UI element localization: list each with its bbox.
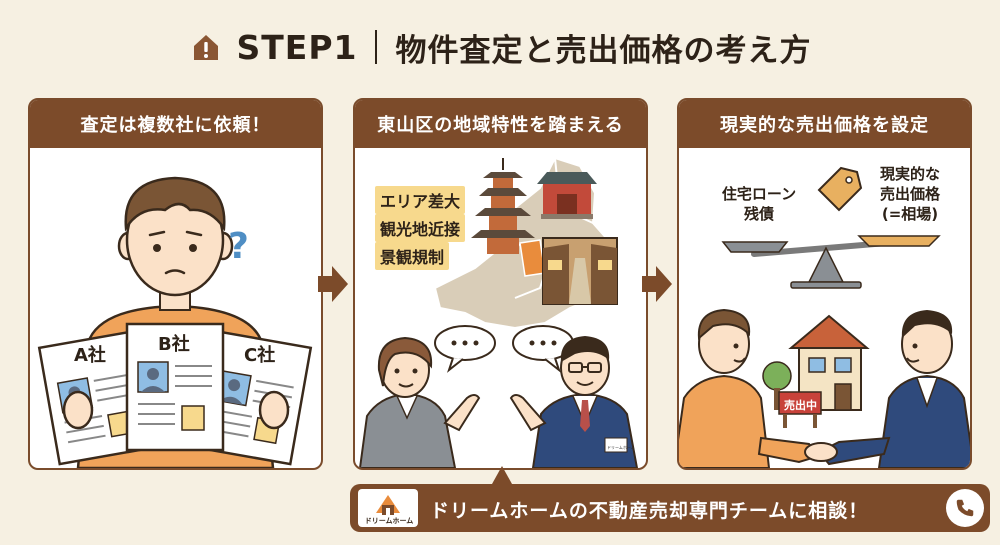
paper-a-label: A社: [74, 345, 106, 366]
map-and-agents-illustration: [358, 156, 639, 468]
paper-c: [194, 329, 313, 466]
scale-right-label: 現実的な 売出価格 (=相場): [879, 165, 940, 223]
panel-illustration: 住宅ローン 残債 現実的な 売出価格 (=相場) 売出中: [679, 148, 970, 468]
speech-bubble-right: [512, 325, 574, 373]
consultation-banner[interactable]: ドリームホーム ドリームホームの不動産売却専門チームに相談！: [350, 484, 990, 532]
banner-text: ドリームホームの不動産売却専門チームに相談！: [430, 500, 869, 522]
panel-higashiyama: 東山区の地域特性を踏まえる: [353, 98, 648, 470]
banner-pointer: [492, 466, 512, 484]
for-sale-sign: [778, 391, 822, 428]
map-highlight-area: [519, 239, 546, 277]
balance-scale-icon: [721, 235, 941, 289]
title-separator: [375, 30, 378, 64]
arrow-right-icon: [642, 264, 672, 304]
company-logo: ドリームホーム: [358, 489, 418, 527]
arrow-right-icon: [318, 264, 348, 304]
logo-house-icon: [376, 495, 400, 515]
panel-illustration: ? A社 B社 C社: [30, 148, 321, 468]
scale-and-handshake-illustration: [679, 166, 970, 468]
badge-label: ドリームホーム: [607, 445, 635, 450]
house-alert-icon: [189, 30, 223, 64]
pagoda-icon: [471, 158, 535, 254]
phone-icon[interactable]: [946, 489, 984, 527]
temple-gate-icon: [537, 172, 597, 219]
paper-b: [125, 322, 225, 452]
panel-heading: 現実的な売出価格を設定: [679, 100, 970, 148]
question-mark: ?: [228, 226, 249, 267]
speech-bubble-left: [434, 325, 496, 373]
page-title: 物件査定と売出価格の考え方: [395, 32, 812, 69]
handshake-icon: [757, 436, 891, 466]
agent-man: [877, 310, 970, 468]
panel-heading: 東山区の地域特性を踏まえる: [355, 100, 646, 148]
scale-left-label: 住宅ローン 残債: [721, 185, 797, 223]
woman-customer: [358, 336, 481, 468]
title-row: STEP1 物件査定と売出価格の考え方: [0, 22, 1000, 72]
paper-c-label: C社: [244, 345, 276, 366]
for-sale-sign-label: 売出中: [784, 399, 817, 412]
seller-man: [679, 308, 771, 468]
name-badge: [604, 437, 628, 453]
panel-heading: 査定は複数社に依頼！: [30, 100, 321, 148]
agent-man: [509, 336, 639, 468]
panel-realistic-price: 現実的な売出価格を設定: [677, 98, 972, 470]
price-tag-icon: [817, 166, 863, 212]
paper-b-label: B社: [158, 334, 190, 355]
keyword-landscape-regulation: 景観規制: [375, 242, 450, 270]
confused-person-illustration: [37, 176, 313, 468]
keyword-area-difference: エリア差大: [375, 186, 466, 214]
kyoto-street-icon: [542, 237, 618, 305]
keyword-tourist-proximity: 観光地近接: [375, 214, 466, 242]
panel-illustration: エリア差大 観光地近接 景観規制 ドリームホーム: [355, 148, 646, 468]
panel-multiple-appraisal: 査定は複数社に依頼！: [28, 98, 323, 470]
title-step: STEP1: [236, 27, 358, 67]
